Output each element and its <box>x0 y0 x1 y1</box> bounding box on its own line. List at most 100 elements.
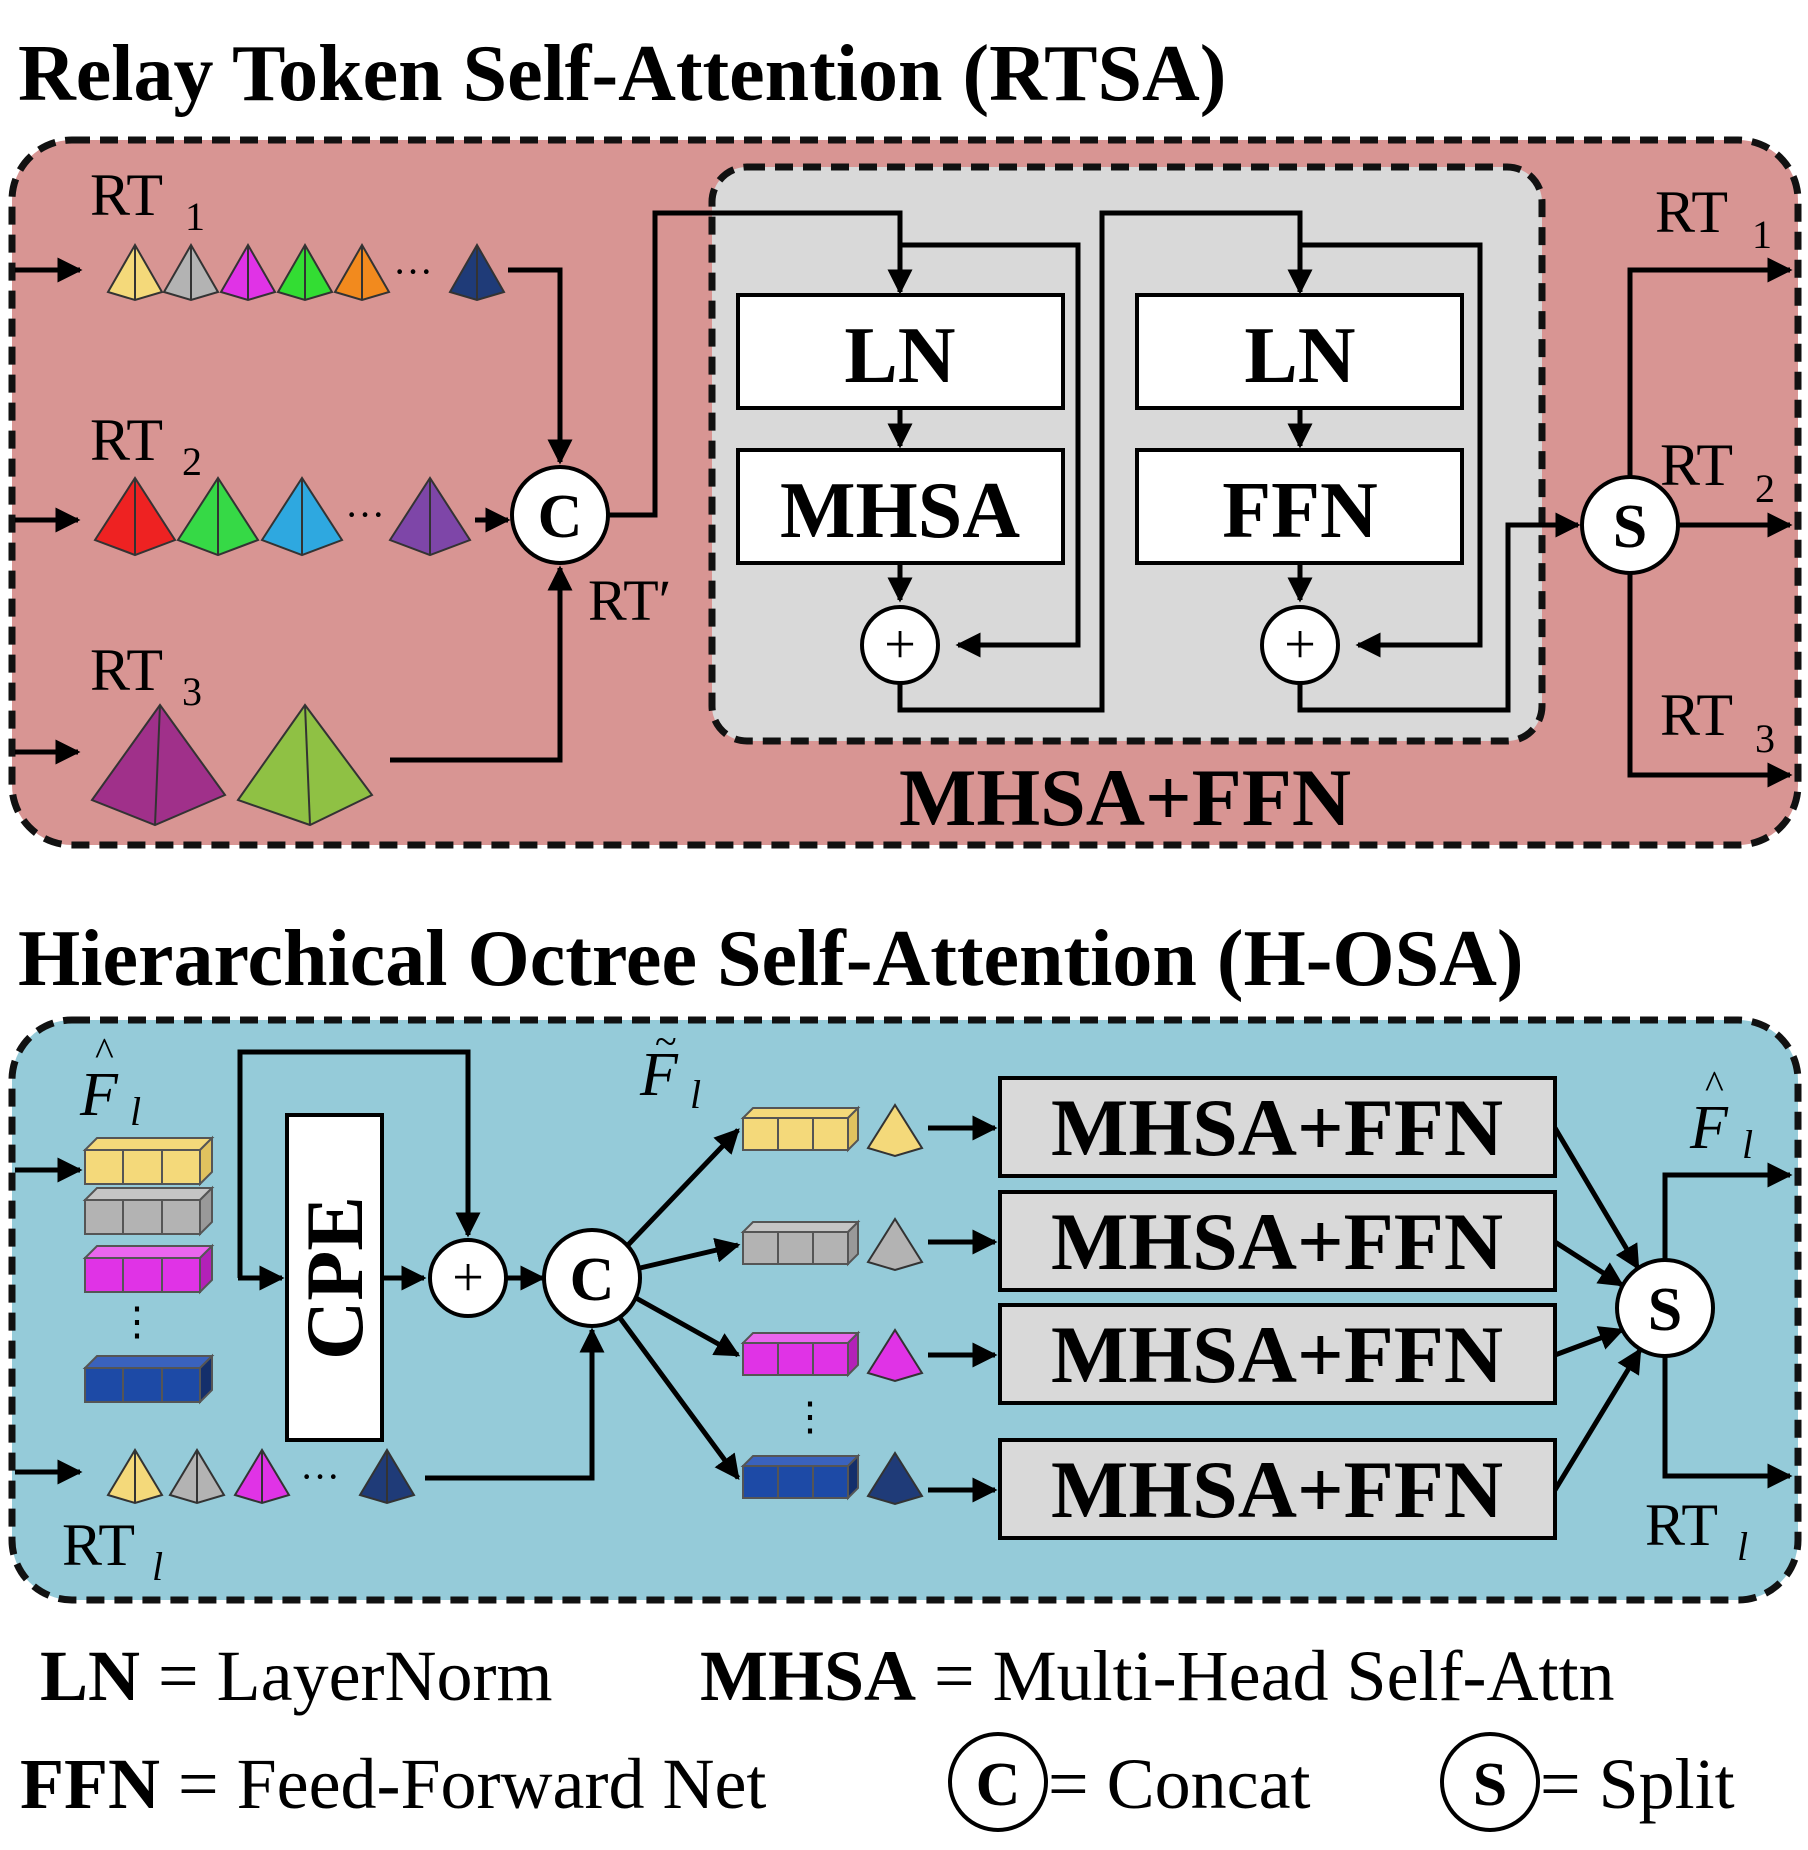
block2-ffn-label: FFN <box>1222 467 1378 555</box>
rt1-token-row: ··· <box>106 242 506 302</box>
svg-text:RT: RT <box>1660 432 1733 498</box>
pyramid-token-navy <box>448 242 506 302</box>
svg-text:l: l <box>152 1544 163 1589</box>
svg-text:~: ~ <box>655 1019 677 1064</box>
block1-mhsa-box <box>736 448 1065 565</box>
svg-text:RT: RT <box>1655 179 1728 245</box>
svg-text:^: ^ <box>1705 1062 1724 1107</box>
ellipsis: ··· <box>393 249 433 294</box>
branch3-block <box>998 1303 1557 1405</box>
svg-text:2: 2 <box>1755 466 1775 511</box>
concat-to-branch1-arrow <box>626 1128 740 1247</box>
branch4-block <box>998 1438 1557 1540</box>
legend-split-icon <box>1440 1732 1540 1832</box>
branch2-block <box>998 1190 1557 1292</box>
block1-mhsa-label: MHSA <box>780 467 1020 555</box>
pyramid-token-yellow <box>106 242 164 302</box>
block4-to-split-arrow <box>1552 1347 1643 1492</box>
svg-text:RT: RT <box>90 407 163 473</box>
concat-to-branch2-arrow <box>639 1237 741 1271</box>
rtl-input-label: RT l <box>62 1512 163 1589</box>
split-to-rtl-out-arrow <box>1662 1356 1793 1489</box>
split-to-feature-out-arrow <box>1662 1162 1793 1260</box>
svg-text:F: F <box>639 1041 679 1109</box>
rtsa-concat-symbol: C <box>538 483 583 551</box>
pyramid-token-purple <box>388 476 472 557</box>
split-to-rt1-arrow <box>1627 257 1793 477</box>
hosa-concat-symbol: C <box>570 1246 615 1314</box>
block3-to-split-arrow <box>1554 1326 1625 1358</box>
rt3-input-label: RT 3 <box>90 637 202 714</box>
rt2-output-label: RT 2 <box>1660 432 1775 511</box>
cube-stack-blue <box>82 1353 215 1405</box>
pyramid-token-green <box>276 242 334 302</box>
rt-prime-label: RT′ <box>588 568 671 633</box>
split-to-rt3-arrow <box>1627 573 1793 788</box>
concat-to-branch4-arrow <box>617 1316 741 1481</box>
branch4-tokens <box>740 1451 924 1506</box>
pyramid-token-orange <box>333 242 391 302</box>
output-feature-label: F l ^ <box>1689 1062 1753 1167</box>
svg-text:l: l <box>1737 1524 1748 1569</box>
input-feature-label: F l ^ <box>79 1029 141 1134</box>
rt1-output-label: RT 1 <box>1655 179 1772 257</box>
input-feature-cubes: ⋮ <box>82 1135 215 1405</box>
rt2-token-row: ··· <box>93 476 472 557</box>
block1-ln-box <box>736 293 1065 410</box>
block1-add-symbol: + <box>884 614 916 676</box>
vertical-ellipsis: ⋮ <box>117 1299 157 1344</box>
rt2-input-label: RT 2 <box>90 407 202 484</box>
pyramid-token-yellow <box>106 1448 164 1505</box>
ellipsis: ··· <box>300 1454 340 1499</box>
legend-split-symbol: S <box>1473 1751 1507 1819</box>
branch2-block-label: MHSA+FFN <box>1051 1196 1503 1287</box>
branch1-tokens <box>740 1103 924 1158</box>
block2-ffn-box <box>1135 448 1464 565</box>
pyramid-token-magenta <box>219 242 277 302</box>
cube-stack-gray <box>82 1185 215 1237</box>
block2-add-symbol: + <box>1284 614 1316 676</box>
svg-text:l: l <box>130 1089 141 1134</box>
cpe-box <box>285 1113 384 1442</box>
rt1-input-label: RT 1 <box>90 162 205 239</box>
pyramid-token-bright-green <box>176 476 260 557</box>
branch3-block-label: MHSA+FFN <box>1051 1309 1503 1400</box>
svg-text:l: l <box>690 1072 701 1117</box>
svg-text:F: F <box>1689 1094 1729 1162</box>
block2-residual-arrow <box>1300 242 1483 658</box>
svg-text:RT: RT <box>90 162 163 228</box>
block1-residual-arrow <box>900 242 1081 658</box>
svg-text:l: l <box>1742 1122 1753 1167</box>
rtsa-title: Relay Token Self-Attention (RTSA) <box>18 30 1226 118</box>
rt3-output-label: RT 3 <box>1660 682 1775 761</box>
block1-to-block2-arrow <box>897 210 1313 713</box>
rtl-to-concat-arrow <box>425 1327 605 1481</box>
legend-line-1: LN = LayerNorm <box>40 1636 552 1716</box>
legend-concat-icon <box>948 1732 1048 1832</box>
svg-text:3: 3 <box>1755 716 1775 761</box>
svg-text:RT: RT <box>1645 1492 1718 1558</box>
svg-text:^: ^ <box>95 1029 114 1074</box>
hosa-split-symbol: S <box>1648 1276 1682 1344</box>
pyramid-token-cyan <box>260 476 344 557</box>
cube-stack-yellow <box>82 1135 215 1187</box>
rt3-to-concat-arrow <box>390 565 573 763</box>
block2-ln-label: LN <box>1244 312 1355 400</box>
mid-feature-label: F l ~ <box>639 1019 701 1117</box>
cube-stack-magenta <box>82 1243 215 1295</box>
legend-line-1b: MHSA = Multi-Head Self-Attn <box>700 1636 1614 1716</box>
pyramid-token-gray <box>168 1448 226 1505</box>
rtsa-split-symbol: S <box>1613 493 1647 561</box>
block1-to-split-arrow <box>1552 1126 1641 1271</box>
svg-text:RT: RT <box>90 637 163 703</box>
svg-text:1: 1 <box>185 194 205 239</box>
block1-ln-label: LN <box>844 312 955 400</box>
block2-to-split-arrow <box>1297 512 1581 713</box>
svg-text:F: F <box>79 1061 119 1129</box>
legend-concat-symbol: C <box>976 1751 1021 1819</box>
rt1-to-concat-arrow <box>508 267 573 465</box>
pyramid-token-navy <box>358 1448 416 1505</box>
cpe-label: CPE <box>289 1196 380 1360</box>
pyramid-token-red <box>93 476 177 557</box>
